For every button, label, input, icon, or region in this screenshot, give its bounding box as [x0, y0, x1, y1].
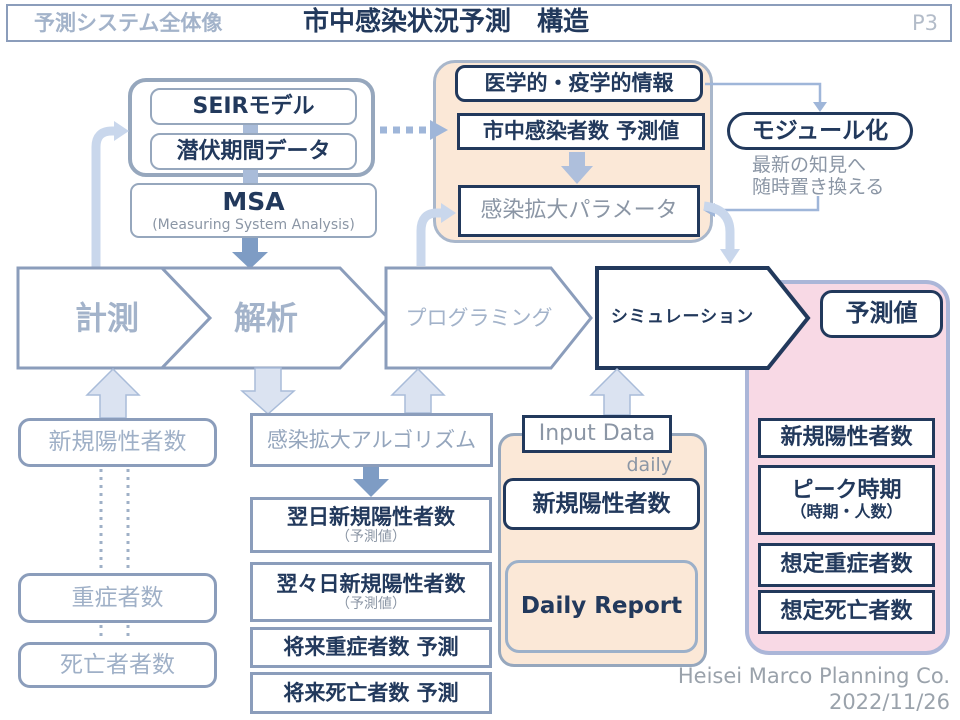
arrow-programming-to-parameter-head [441, 203, 456, 223]
arrow-inputdata-to-simulation [589, 367, 645, 416]
output-dayafter-label: 翌々日新規陽性者数 [276, 571, 466, 596]
arrow-seir-to-prediction-head [430, 120, 448, 140]
connector-medical-to-module-head [813, 102, 827, 112]
algorithm-box: 感染拡大アルゴリズム [250, 413, 493, 467]
process-step-analysis: 解析 [233, 298, 298, 337]
measured-deaths-box: 死亡者者数 [18, 642, 217, 688]
modularization-note-line2: 随時置き換える [752, 176, 885, 199]
page-title: 市中感染状況予測 構造 [303, 7, 590, 38]
arrow-programming-to-parameter [416, 208, 441, 266]
community-cases-prediction-box: 市中感染者数 予測値 [457, 113, 705, 150]
connector-latency-to-msa [243, 166, 258, 186]
infection-parameter-box: 感染拡大パラメータ [458, 185, 700, 237]
modularization-pill: モジュール化 [727, 112, 913, 150]
arrow-algorithm-to-programming [390, 367, 446, 414]
output-dayafter-sub: （予測値） [336, 596, 406, 613]
latency-data-box: 潜伏期間データ [150, 133, 357, 170]
forecast-peak-box: ピーク時期 （時期・人数） [758, 465, 935, 535]
process-step-programming: プログラミング [405, 305, 553, 330]
footer-date: 2022/11/26 [828, 689, 950, 714]
output-dayafter-box: 翌々日新規陽性者数 （予測値） [250, 562, 492, 622]
result-value-box: 予測値 [820, 290, 943, 338]
chevron-simulation [595, 266, 811, 370]
input-data-daily-tag: daily [626, 454, 672, 477]
seir-model-box: SEIRモデル [150, 88, 357, 125]
measured-new-positive-box: 新規陽性者数 [18, 418, 217, 467]
connector-module-to-parameter [715, 196, 820, 212]
arrow-parameter-to-simulation [703, 201, 735, 250]
arrow-measure-to-seir [91, 126, 114, 269]
arrow-newcases-to-measurement [85, 367, 141, 419]
arrow-algorithm-to-output [353, 467, 389, 497]
arrow-prediction-to-parameter [561, 152, 593, 184]
arrow-parameter-to-simulation-head [720, 249, 740, 264]
measured-severe-box: 重症者数 [18, 573, 217, 623]
process-step-measurement: 計測 [74, 298, 139, 337]
header-bar [6, 4, 952, 42]
forecast-new-positive-box: 新規陽性者数 [758, 418, 935, 458]
chevron-programming [384, 266, 593, 370]
forecast-deaths-box: 想定死亡者数 [758, 590, 935, 634]
input-data-title-box: Input Data [522, 415, 672, 453]
output-nextday-label: 翌日新規陽性者数 [287, 504, 455, 529]
arrow-analysis-to-algorithm [240, 367, 296, 416]
modularization-note-line1: 最新の知見へ [752, 154, 867, 177]
forecast-severe-box: 想定重症者数 [758, 543, 935, 587]
arrow-msa-to-analysis [232, 238, 268, 269]
msa-title: MSA [222, 187, 285, 217]
msa-subtitle: (Measuring System Analysis) [152, 216, 355, 233]
forecast-peak-sub: （時期・人数） [790, 502, 903, 522]
output-nextday-sub: （予測値） [336, 529, 406, 546]
output-future-severe-box: 将来重症者数 予測 [250, 627, 492, 668]
output-future-deaths-box: 将来死亡者数 予測 [250, 672, 492, 714]
chevron-analysis [158, 266, 391, 370]
dotted-links-measured-column [99, 469, 130, 640]
medical-info-box: 医学的・疫学的情報 [455, 65, 703, 102]
header-subtitle: 予測システム全体像 [34, 10, 223, 35]
connector-medical-to-module [705, 82, 822, 103]
arrow-measure-to-seir-head [114, 121, 129, 141]
input-new-positive-box: 新規陽性者数 [503, 478, 700, 530]
footer-company: Heisei Marco Planning Co. [677, 663, 950, 688]
daily-report-box: Daily Report [505, 560, 698, 653]
forecast-peak-label: ピーク時期 [791, 478, 902, 504]
page-number: P3 [911, 10, 939, 35]
output-nextday-box: 翌日新規陽性者数 （予測値） [250, 497, 492, 553]
connector-seir-to-latency [243, 122, 258, 136]
process-step-simulation: シミュレーション [610, 307, 755, 328]
msa-box: MSA (Measuring System Analysis) [130, 183, 377, 238]
